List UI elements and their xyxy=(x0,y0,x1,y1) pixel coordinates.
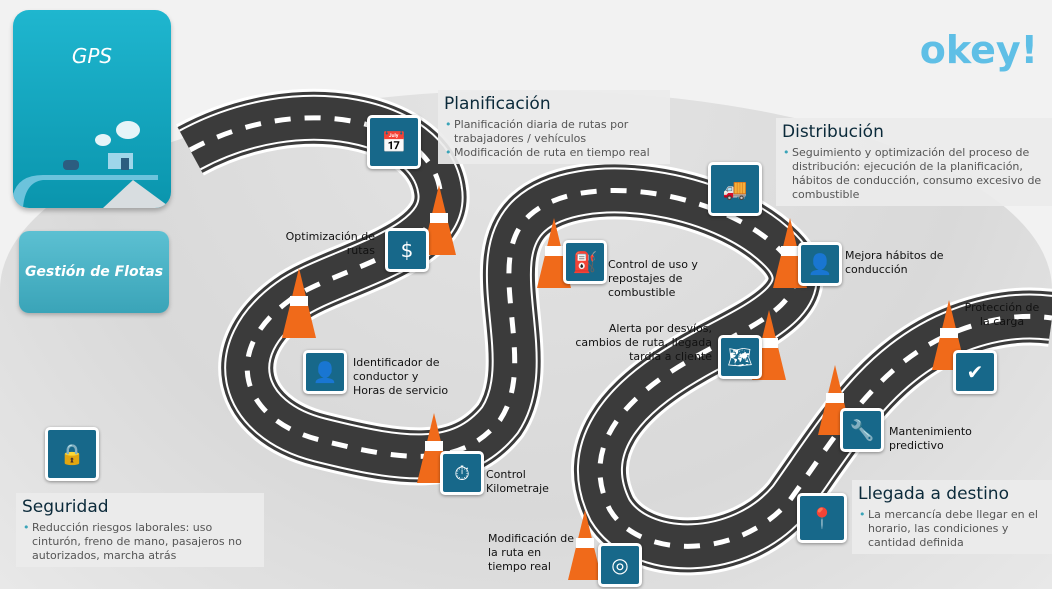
bridge-illustration-icon xyxy=(13,121,171,208)
label-mantenimiento: Mantenimiento predictivo xyxy=(889,425,972,452)
distribucion-section: Distribución Seguimiento y optimización … xyxy=(776,118,1052,206)
seguridad-title: Seguridad xyxy=(22,497,109,517)
planificacion-item: Modificación de ruta en tiempo real xyxy=(445,146,664,160)
radar-icon: ◎ xyxy=(598,543,642,587)
label-kilometraje: Control Kilometraje xyxy=(486,468,549,495)
llegada-section: Llegada a destino La mercancía debe lleg… xyxy=(852,480,1052,554)
lock-icon: 🔒 xyxy=(45,427,99,481)
driver-habits-icon: 👤 xyxy=(798,242,842,286)
fuel-icon: ⛽ xyxy=(563,240,607,284)
route-map-icon: 🗺 xyxy=(718,335,762,379)
label-identificador: Identificador de conductor y Horas de se… xyxy=(353,356,449,397)
map-pin-icon: 📍 xyxy=(797,493,847,543)
seguridad-item: Reducción riesgos laborales: uso cinturó… xyxy=(23,521,258,563)
seguridad-section: Seguridad Reducción riesgos laborales: u… xyxy=(16,493,264,567)
label-modificacion: Modificación de la ruta en tiempo real xyxy=(488,532,575,573)
planificacion-title: Planificación xyxy=(444,94,551,114)
coins-icon: $ xyxy=(385,228,429,272)
okey-logo: okey! xyxy=(919,28,1038,72)
distribucion-item: Seguimiento y optimización del proceso d… xyxy=(783,146,1046,202)
gps-title: GPS xyxy=(71,44,113,68)
distribucion-title: Distribución xyxy=(782,122,884,142)
planificacion-item: Planificación diaria de rutas por trabaj… xyxy=(445,118,664,146)
calendar-car-icon: 📅 xyxy=(367,115,421,169)
gestion-flotas-button[interactable]: Gestión de Flotas xyxy=(19,231,169,313)
package-check-icon: ✔ xyxy=(953,350,997,394)
planificacion-section: Planificación Planificación diaria de ru… xyxy=(438,90,670,164)
traffic-cone xyxy=(568,510,602,580)
llegada-title: Llegada a destino xyxy=(858,484,1009,504)
driver-icon: 👤 xyxy=(303,350,347,394)
gps-card: GPS xyxy=(13,10,171,208)
label-alerta: Alerta por desvíos, cambios de ruta, lle… xyxy=(575,322,712,363)
llegada-item: La mercancía debe llegar en el horario, … xyxy=(859,508,1046,550)
traffic-cone xyxy=(282,268,316,338)
truck-icon: 🚚 xyxy=(708,162,762,216)
label-habitos: Mejora hábitos de conducción xyxy=(845,249,944,276)
tools-icon: 🔧 xyxy=(840,408,884,452)
label-proteccion: Protección de la carga xyxy=(964,301,1040,328)
label-combustible: Control de uso y repostajes de combustib… xyxy=(608,258,698,299)
label-optimizacion: Optimización de rutas xyxy=(285,230,375,257)
stopwatch-icon: ⏱ xyxy=(440,451,484,495)
